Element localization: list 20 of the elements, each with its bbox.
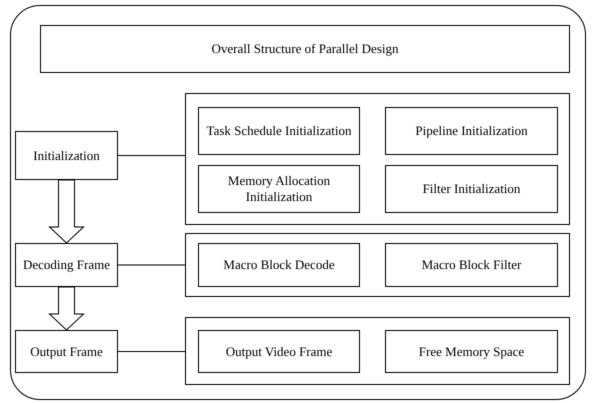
connector-line bbox=[118, 351, 186, 352]
process-box: Memory Allocation Initialization bbox=[198, 165, 360, 213]
process-box: Free Memory Space bbox=[385, 330, 558, 373]
process-box: Initialization bbox=[15, 131, 118, 180]
group-box bbox=[185, 317, 570, 385]
process-box: Pipeline Initialization bbox=[385, 107, 558, 155]
block-arrow bbox=[48, 286, 85, 331]
process-box: Filter Initialization bbox=[385, 165, 558, 213]
process-box: Output Video Frame bbox=[198, 330, 360, 373]
process-box: Macro Block Decode bbox=[198, 243, 360, 287]
group-box bbox=[185, 93, 570, 225]
process-box: Decoding Frame bbox=[15, 243, 118, 287]
block-arrow bbox=[48, 180, 85, 244]
process-box: Overall Structure of Parallel Design bbox=[40, 25, 570, 73]
connector-line bbox=[118, 155, 186, 156]
connector-line bbox=[118, 264, 186, 266]
process-box: Task Schedule Initialization bbox=[198, 107, 360, 155]
process-box: Output Frame bbox=[15, 330, 118, 373]
group-box bbox=[185, 233, 570, 297]
process-box: Macro Block Filter bbox=[385, 243, 558, 287]
